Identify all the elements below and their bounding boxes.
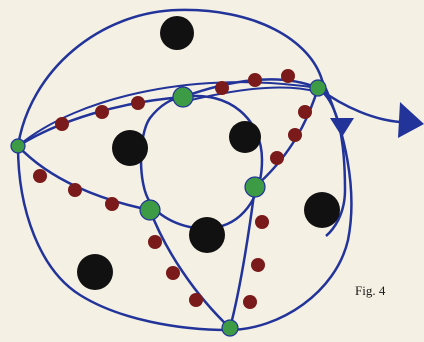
red-node — [95, 105, 109, 119]
red-node — [298, 105, 312, 119]
green-node — [245, 177, 265, 197]
red-beads — [33, 69, 312, 309]
large-node — [160, 16, 194, 50]
red-node — [55, 117, 69, 131]
green-node — [310, 80, 326, 96]
green-node — [222, 320, 238, 336]
large-node — [304, 192, 340, 228]
large-node — [77, 254, 113, 290]
red-node — [33, 169, 47, 183]
large-node — [189, 217, 225, 253]
red-node — [243, 295, 257, 309]
red-node — [281, 69, 295, 83]
green-node — [140, 200, 160, 220]
arrowhead-right — [398, 102, 424, 138]
red-node — [148, 235, 162, 249]
arrowhead-down — [330, 118, 354, 137]
red-node — [105, 197, 119, 211]
edge-long-top — [18, 82, 318, 146]
red-node — [131, 96, 145, 110]
red-node — [68, 183, 82, 197]
red-node — [288, 128, 302, 142]
red-node — [270, 151, 284, 165]
green-node — [173, 87, 193, 107]
red-node — [215, 81, 229, 95]
green-node — [11, 139, 25, 153]
red-node — [251, 258, 265, 272]
edge-left-top — [18, 97, 183, 146]
outer-loop — [18, 10, 351, 330]
red-node — [166, 266, 180, 280]
large-node — [112, 130, 148, 166]
large-node — [229, 121, 261, 153]
figure-caption: Fig. 4 — [355, 283, 385, 299]
red-node — [248, 73, 262, 87]
edge-right-mid — [255, 88, 318, 187]
red-node — [255, 215, 269, 229]
red-node — [189, 293, 203, 307]
